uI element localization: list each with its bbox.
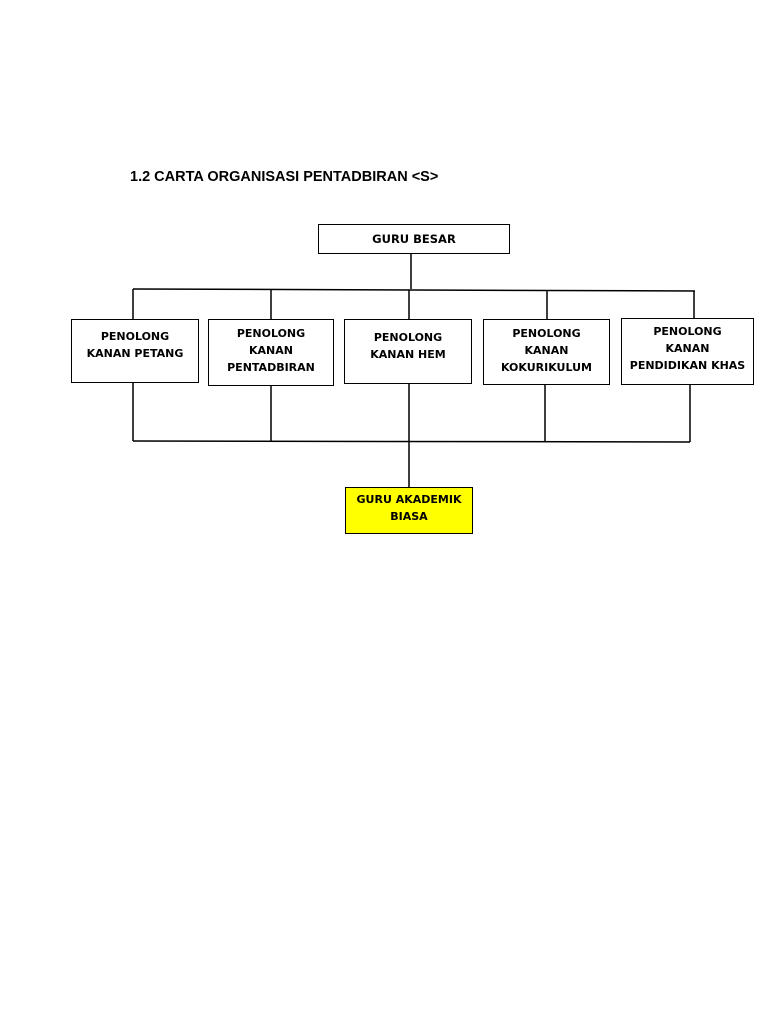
assistant-label-petang: PENOLONG KANAN PETANG (86, 330, 184, 360)
staff-label: GURU AKADEMIK BIASA (356, 493, 462, 523)
assistant-label-kokurikulum: PENOLONG KANAN KOKURIKULUM (501, 327, 592, 374)
assistant-box-hem: PENOLONG KANAN HEM (344, 319, 472, 384)
assistant-box-pentadbiran: PENOLONG KANAN PENTADBIRAN (208, 319, 334, 386)
assistant-box-pendidikan-khas: PENOLONG KANAN PENDIDIKAN KHAS (621, 318, 754, 385)
assistant-label-hem: PENOLONG KANAN HEM (370, 331, 446, 361)
upper-bus (132, 288, 696, 292)
page-title: 1.2 CARTA ORGANISASI PENTADBIRAN <S> (130, 169, 439, 185)
assistant-box-kokurikulum: PENOLONG KANAN KOKURIKULUM (483, 319, 610, 385)
head-box: GURU BESAR (318, 224, 510, 254)
staff-box: GURU AKADEMIK BIASA (345, 487, 473, 534)
assistant-box-petang: PENOLONG KANAN PETANG (71, 319, 199, 383)
head-label: GURU BESAR (372, 231, 456, 246)
assistant-label-pentadbiran: PENOLONG KANAN PENTADBIRAN (227, 327, 315, 374)
lower-bus (132, 440, 691, 443)
assistant-label-pendidikan-khas: PENOLONG KANAN PENDIDIKAN KHAS (629, 325, 746, 372)
